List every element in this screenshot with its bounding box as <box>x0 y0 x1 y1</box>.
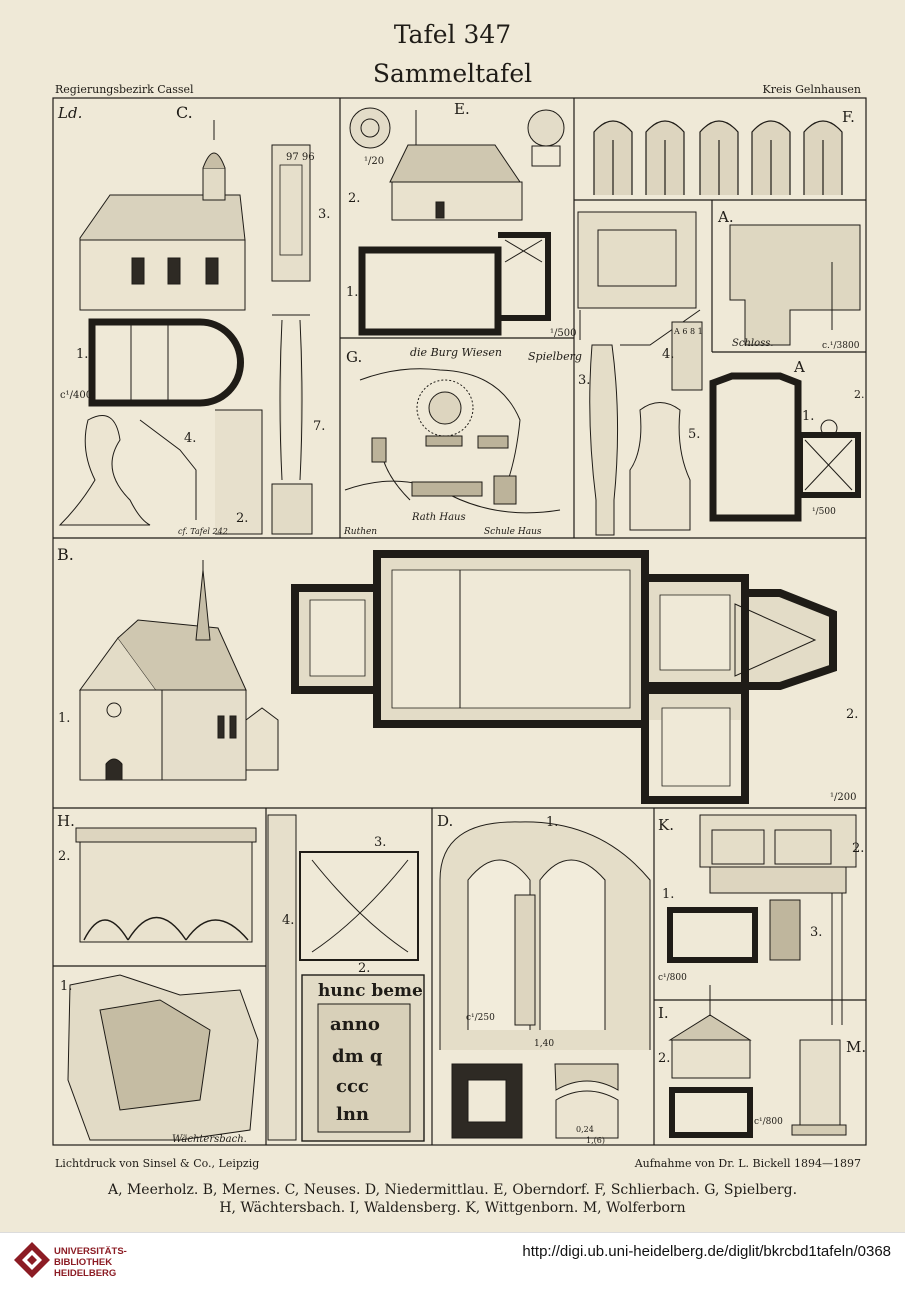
panel-label-f: F. <box>842 108 855 126</box>
label-g-burg: die Burg Wiesen <box>410 346 502 359</box>
panel-label-g: G. <box>346 348 362 366</box>
region-left: Regierungsbezirk Cassel <box>55 83 194 96</box>
panel-a-meerholz <box>577 211 861 536</box>
label-a-1: 1. <box>802 409 814 424</box>
label-i-2: 2. <box>658 1051 670 1066</box>
institution-line-1: UNIVERSITÄTS- <box>54 1246 127 1257</box>
panel-g-spielberg-map <box>344 368 561 514</box>
panel-b-mernes <box>79 550 837 804</box>
label-g-rathhaus: Rath Haus <box>411 512 466 523</box>
label-c-scale: c¹/400 <box>60 390 92 401</box>
label-ld: Ld. <box>57 104 82 122</box>
panel-d-niedermittlau <box>439 821 651 1139</box>
label-inscription-0: hunc beme <box>318 981 423 1001</box>
label-k-3: 3. <box>810 925 822 940</box>
plate-subtitle: Sammeltafel <box>372 59 533 88</box>
label-c-7: 7. <box>313 419 325 434</box>
label-k-1: 1. <box>662 887 674 902</box>
label-h-waechtersbach: Wächtersbach. <box>172 1134 247 1145</box>
label-k-scale: c¹/800 <box>658 973 687 983</box>
label-e-scale20: ¹/20 <box>364 156 384 167</box>
label-b-scale: ¹/200 <box>830 792 856 803</box>
label-a-3: 3. <box>578 373 590 388</box>
panel-label-k: K. <box>658 816 674 834</box>
panel-f-schlierbach <box>593 120 843 195</box>
viewer-footer <box>0 1232 905 1296</box>
label-i-scale: c¹/800 <box>754 1117 783 1127</box>
label-k-2: 2. <box>852 841 864 856</box>
label-a-2: 2. <box>854 388 865 401</box>
panel-label-b: B. <box>57 545 74 564</box>
panel-label-e: E. <box>454 100 470 118</box>
label-inscription-1: anno <box>330 1014 380 1035</box>
label-a-5: 5. <box>688 427 700 442</box>
panel-label-i: I. <box>658 1004 669 1022</box>
label-a-scale500: ¹/500 <box>812 507 836 517</box>
label-d-dim3: 1,(6) <box>586 1136 605 1145</box>
panel-label-c: C. <box>176 103 193 122</box>
label-b-2: 2. <box>846 707 858 722</box>
label-inscription-2: dm q <box>332 1046 383 1067</box>
institution-line-3: HEIDELBERG <box>54 1268 117 1279</box>
legend-line-2: H, Wächtersbach. I, Waldensberg. K, Witt… <box>219 1200 686 1216</box>
label-e-scale500: ¹/500 <box>550 328 576 339</box>
label-inscription-3: ccc <box>336 1076 369 1097</box>
panel-e-oberndorf <box>349 107 565 336</box>
source-url-link[interactable]: http://digi.ub.uni-heidelberg.de/diglit/… <box>522 1243 891 1260</box>
label-b-1: 1. <box>58 711 70 726</box>
label-g-ruthen: Ruthen <box>343 527 377 537</box>
label-c-1: 1. <box>76 347 88 362</box>
label-h-2b: 2. <box>358 961 370 976</box>
label-c-3: 3. <box>318 207 330 222</box>
institution-line-2: BIBLIOTHEK <box>54 1257 113 1268</box>
label-d-dim2: 0,24 <box>576 1125 594 1134</box>
label-a-4: 4. <box>662 347 674 362</box>
label-d-scale: c¹/250 <box>466 1013 495 1023</box>
label-g-spielberg: Spielberg <box>528 350 582 363</box>
label-c-2: 2. <box>236 511 248 526</box>
panel-label-m: M. <box>846 1038 866 1056</box>
institution-name: UNIVERSITÄTS- BIBLIOTHEK HEIDELBERG <box>54 1246 127 1279</box>
label-h-2: 2. <box>58 849 70 864</box>
label-a-schloss: Schloss. <box>732 338 774 349</box>
label-e-2: 2. <box>348 191 360 206</box>
label-d-dim1: 1,40 <box>534 1039 554 1049</box>
panel-label-a-plan: A <box>793 358 805 376</box>
label-h-3: 3. <box>374 835 386 850</box>
label-a-scale3800: c.¹/3800 <box>822 341 860 351</box>
label-c-date: 97 96 <box>286 152 315 163</box>
panel-c-neuses <box>58 120 313 535</box>
region-right: Kreis Gelnhausen <box>762 83 861 96</box>
label-h-4: 4. <box>282 913 294 928</box>
label-c-4: 4. <box>184 431 196 446</box>
printer-credit: Lichtdruck von Sinsel & Co., Leipzig <box>55 1157 260 1170</box>
plate-drawings: Ld. C. E. F. A. A G. B. H. D. K. I. M. 1… <box>52 97 867 1146</box>
label-c-cf: cf. Tafel 242 <box>178 527 228 536</box>
label-inscription-4: lnn <box>336 1104 369 1125</box>
label-d-1: 1. <box>546 815 558 830</box>
panel-h-waechtersbach <box>67 814 425 1142</box>
label-h-1: 1. <box>60 979 72 994</box>
survey-credit: Aufnahme von Dr. L. Bickell 1894—1897 <box>634 1157 861 1170</box>
panel-k-i-m <box>667 814 857 1138</box>
legend-line-1: A, Meerholz. B, Mernes. C, Neuses. D, Ni… <box>107 1182 798 1198</box>
plate-number: Tafel 347 <box>393 20 512 49</box>
label-a-date: A 6 8 1 <box>673 327 703 336</box>
label-e-1: 1. <box>346 285 358 300</box>
panel-label-a: A. <box>717 208 734 226</box>
panel-frame <box>52 97 867 1146</box>
panel-label-h: H. <box>57 812 75 830</box>
university-logo-icon <box>14 1242 50 1278</box>
label-g-schule: Schule Haus <box>484 527 542 537</box>
panel-label-d: D. <box>437 812 453 830</box>
